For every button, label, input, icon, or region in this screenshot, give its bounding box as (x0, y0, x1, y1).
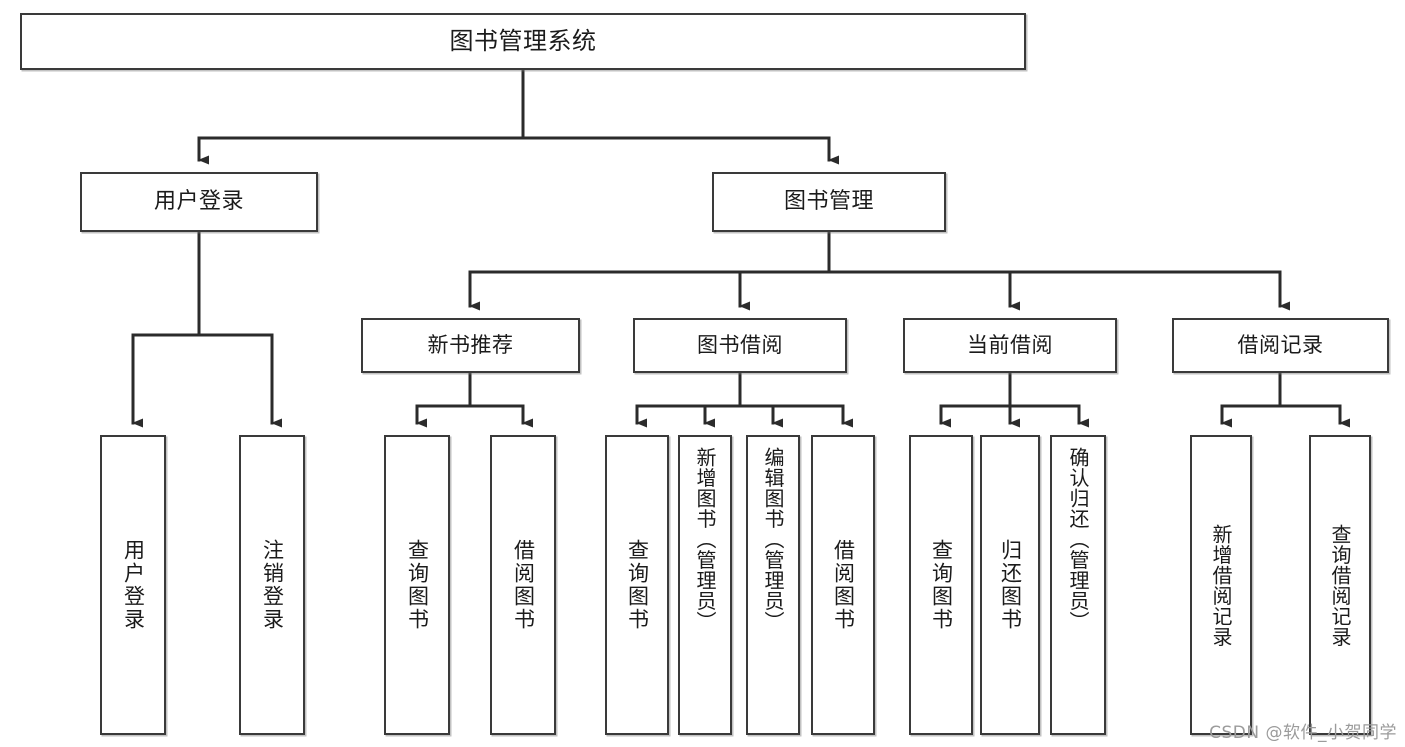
node-label: 借阅记录 (1237, 333, 1324, 358)
node-label: 当前借阅 (967, 333, 1053, 358)
leaf-borrow-edit-book[interactable]: 编辑图书（管理员） (746, 435, 800, 735)
node-label: 查询图书 (929, 539, 954, 631)
node-new-book-recommend[interactable]: 新书推荐 (361, 318, 580, 373)
node-borrow-record[interactable]: 借阅记录 (1172, 318, 1389, 373)
leaf-record-query-record[interactable]: 查询借阅记录 (1309, 435, 1371, 735)
node-label: 图书管理 (783, 189, 874, 215)
leaf-new-book-borrow[interactable]: 借阅图书 (490, 435, 556, 735)
node-label: 确认归还（管理员） (1066, 447, 1090, 632)
node-label: 借阅图书 (511, 539, 536, 631)
node-label: 图书借阅 (697, 333, 783, 358)
node-label: 图书管理系统 (449, 27, 597, 56)
leaf-current-confirm-return[interactable]: 确认归还（管理员） (1050, 435, 1106, 735)
leaf-user-login-logout[interactable]: 注销登录 (239, 435, 305, 735)
leaf-record-add-record[interactable]: 新增借阅记录 (1190, 435, 1252, 735)
node-label: 查询图书 (405, 539, 430, 631)
leaf-new-book-query[interactable]: 查询图书 (384, 435, 450, 735)
node-book-borrow[interactable]: 图书借阅 (633, 318, 847, 373)
node-book-management[interactable]: 图书管理 (712, 172, 946, 232)
leaf-current-query-book[interactable]: 查询图书 (909, 435, 973, 735)
node-user-login[interactable]: 用户登录 (80, 172, 318, 232)
node-label: 借阅图书 (831, 539, 856, 631)
node-label: 编辑图书（管理员） (761, 447, 785, 632)
node-label: 新增借阅记录 (1209, 523, 1233, 647)
leaf-user-login-login[interactable]: 用户登录 (100, 435, 166, 735)
leaf-current-return-book[interactable]: 归还图书 (980, 435, 1040, 735)
node-label: 查询图书 (625, 539, 650, 631)
node-label: 用户登录 (153, 189, 244, 215)
csdn-watermark: CSDN @软件_小贺同学 (1209, 723, 1397, 743)
node-label: 归还图书 (998, 539, 1023, 631)
leaf-borrow-query-book[interactable]: 查询图书 (605, 435, 669, 735)
node-label: 新增图书（管理员） (693, 447, 717, 632)
leaf-borrow-borrow-book[interactable]: 借阅图书 (811, 435, 875, 735)
leaf-borrow-add-book[interactable]: 新增图书（管理员） (678, 435, 732, 735)
node-label: 用户登录 (121, 539, 146, 631)
node-root-system[interactable]: 图书管理系统 (20, 13, 1026, 70)
node-label: 注销登录 (260, 539, 285, 631)
node-label: 新书推荐 (427, 333, 514, 358)
node-current-borrow[interactable]: 当前借阅 (903, 318, 1117, 373)
node-label: 查询借阅记录 (1328, 523, 1352, 647)
